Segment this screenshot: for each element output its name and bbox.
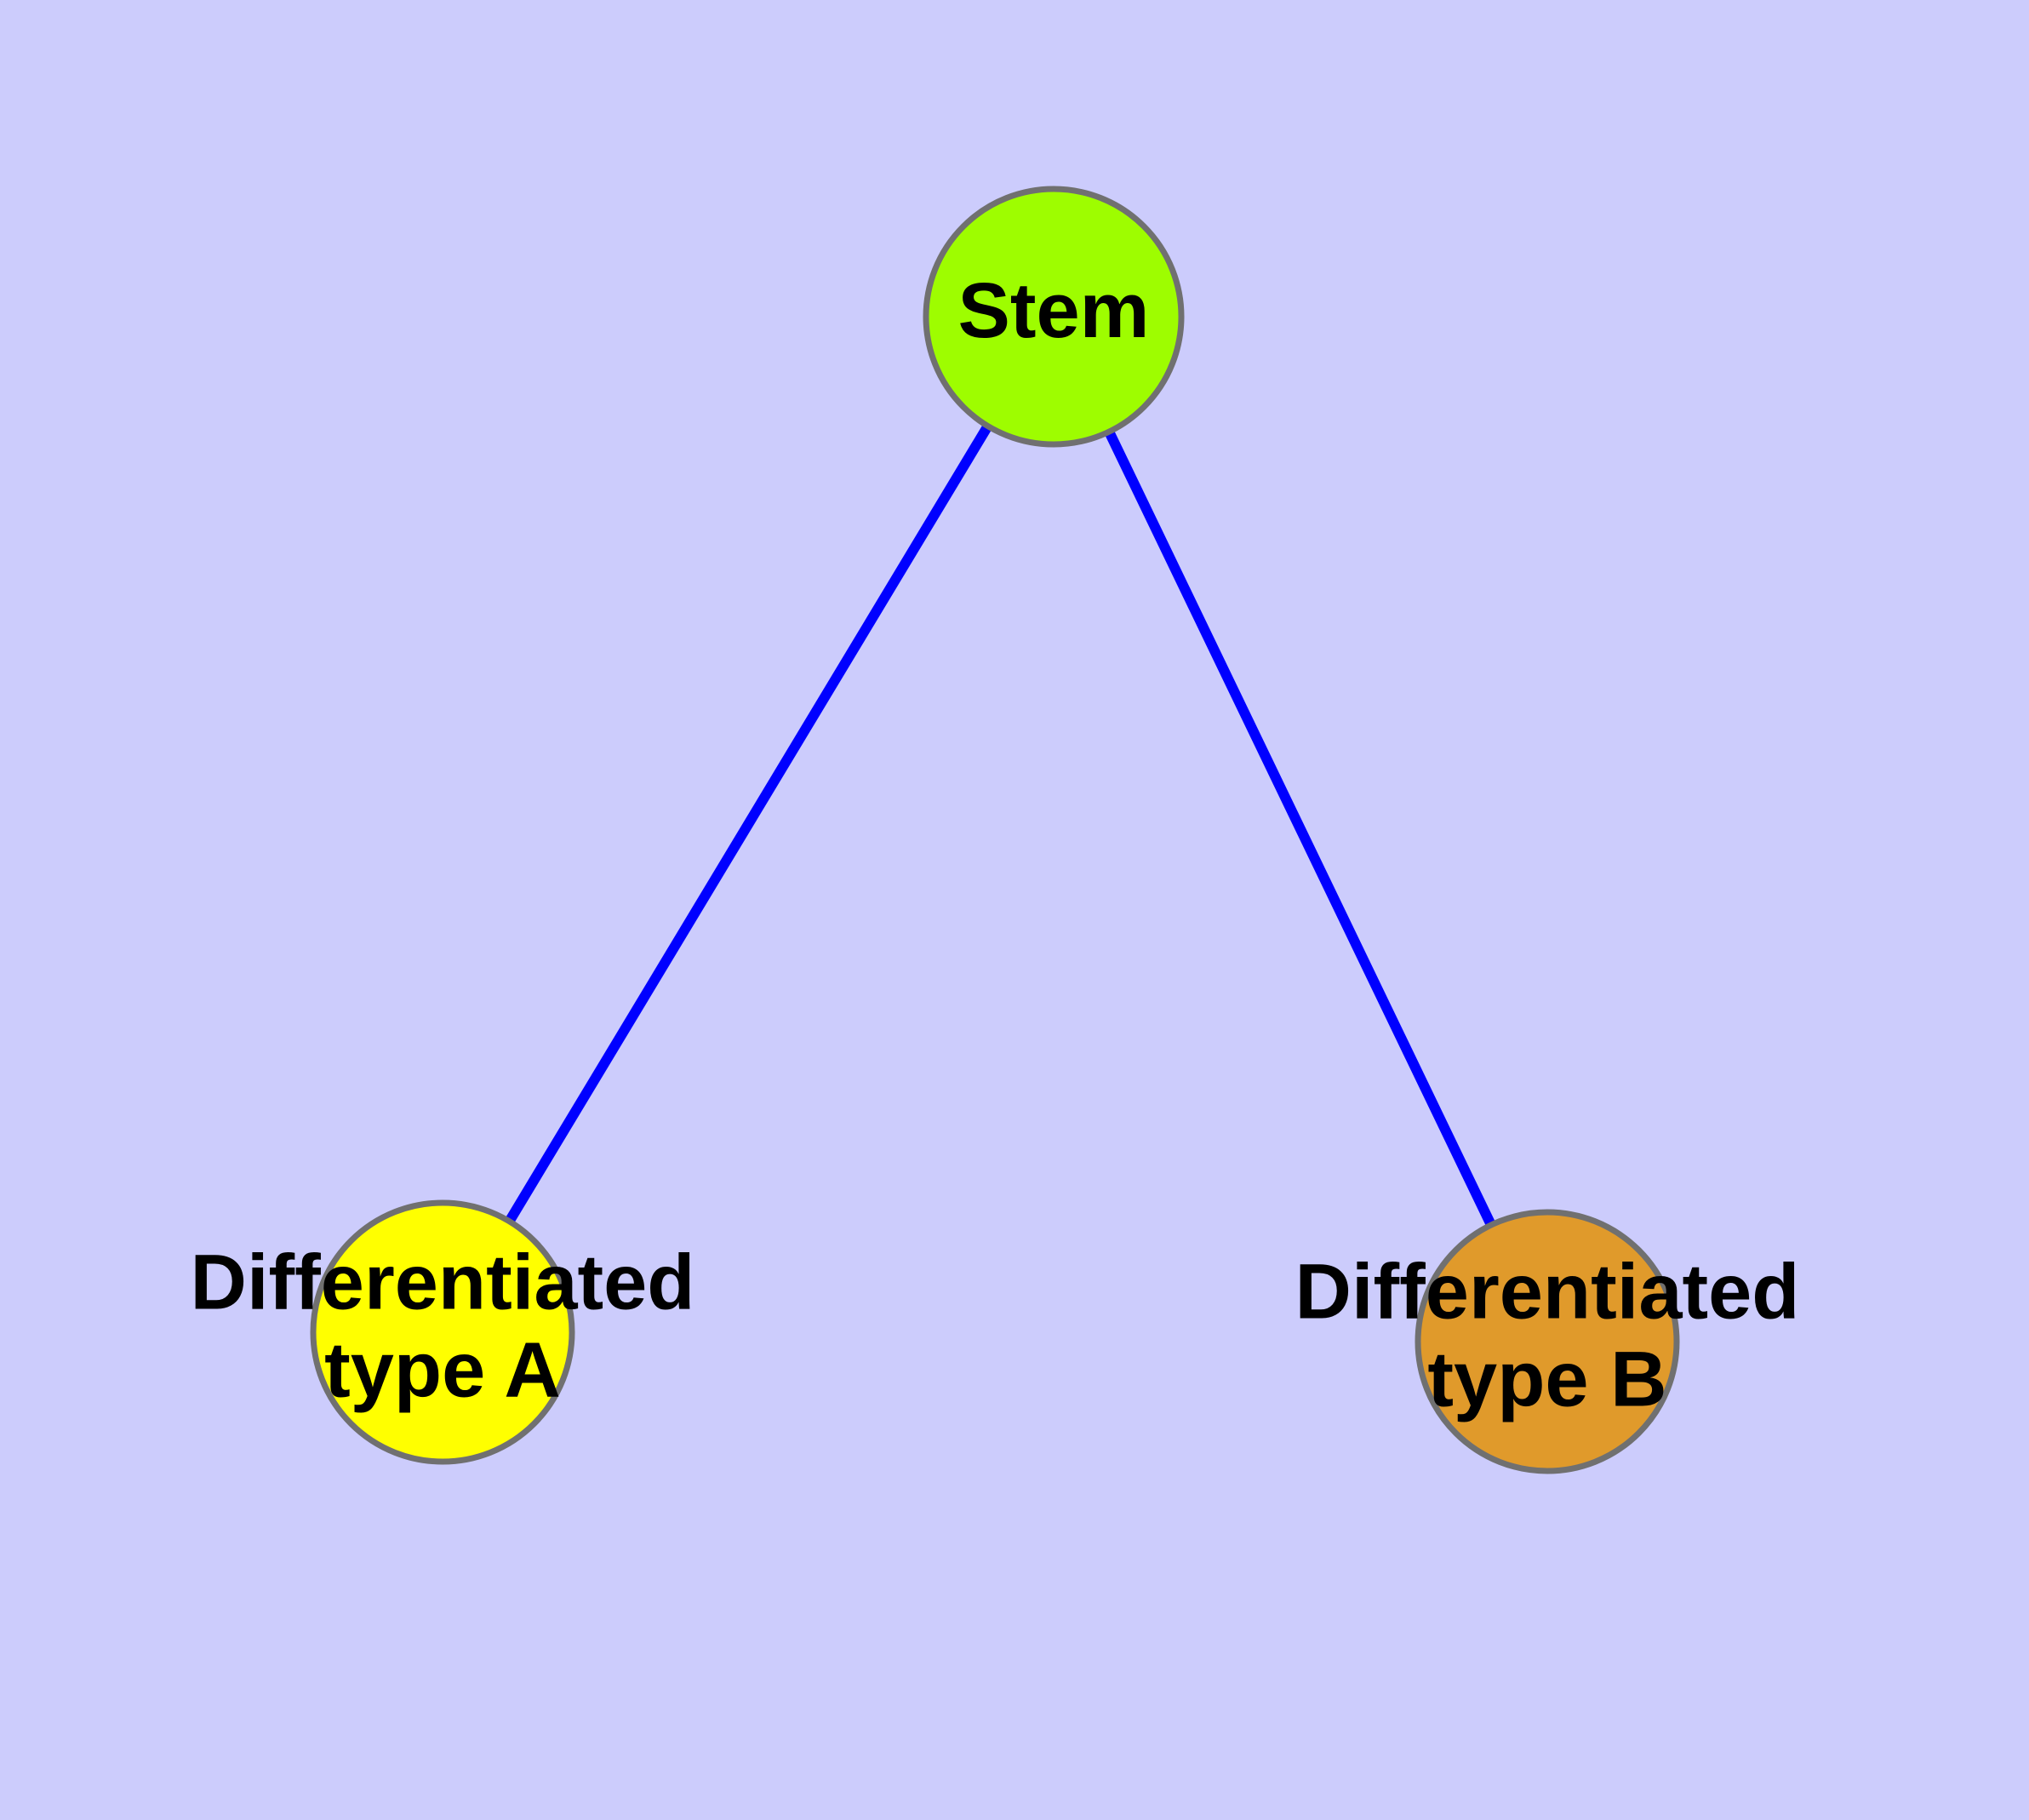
graph-edge-stem-to-a[interactable] bbox=[503, 420, 994, 1228]
node-label-stem: Stem bbox=[958, 267, 1150, 354]
node-label-line: Stem bbox=[958, 267, 1150, 354]
node-label-line: Differentiated bbox=[191, 1239, 695, 1326]
node-circle-diff-type-a[interactable] bbox=[310, 1199, 575, 1465]
node-label-line: type B bbox=[1427, 1336, 1666, 1423]
node-label-line: Differentiated bbox=[1295, 1249, 1800, 1336]
node-circle-diff-type-b[interactable] bbox=[1415, 1209, 1680, 1474]
edges-layer bbox=[503, 420, 1498, 1231]
node-label-line: type A bbox=[324, 1327, 561, 1414]
node-circle-stem[interactable] bbox=[923, 186, 1185, 448]
graph-edge-stem-to-b[interactable] bbox=[1102, 426, 1498, 1231]
graph-node-stem[interactable]: Stem bbox=[923, 186, 1185, 448]
